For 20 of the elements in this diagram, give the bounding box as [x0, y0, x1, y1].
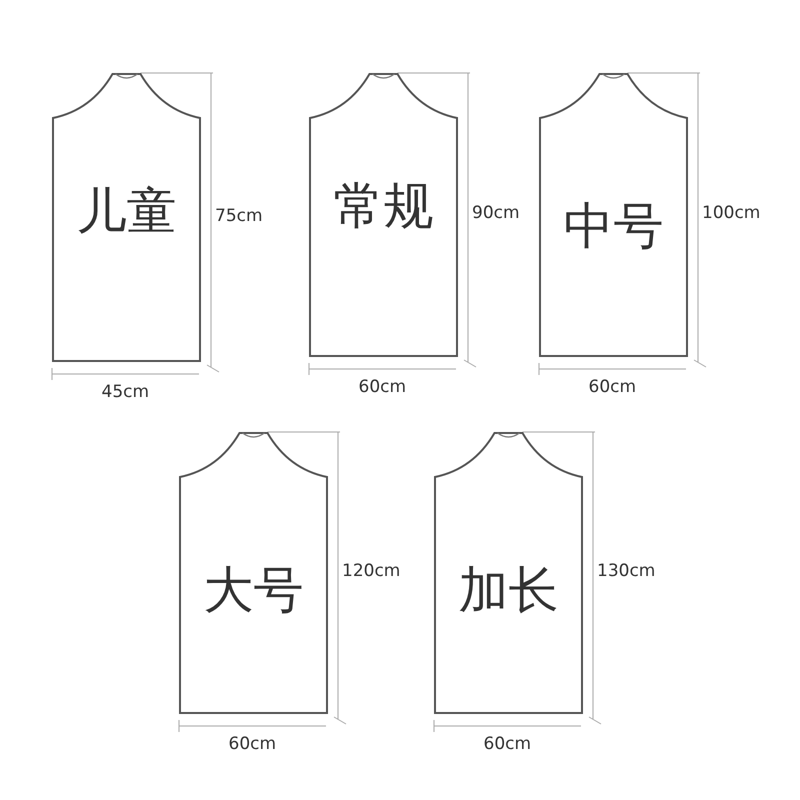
garment-cover-outline	[434, 432, 583, 714]
dimension-label: 60cm	[228, 734, 276, 754]
size-label: 大号	[202, 560, 304, 621]
dimension-label: 90cm	[472, 203, 520, 223]
dimension-label: 120cm	[342, 561, 400, 581]
size-label: 儿童	[76, 181, 178, 242]
garment-cover-outline	[539, 73, 688, 357]
dimension-label: 60cm	[358, 377, 406, 397]
dimension-label: 75cm	[215, 206, 263, 226]
garment-cover-outline	[179, 432, 328, 714]
garment-cover-outline	[309, 73, 458, 357]
size-label: 中号	[562, 196, 664, 257]
dimension-label: 100cm	[702, 203, 760, 223]
dimension-label: 130cm	[597, 561, 656, 581]
dimension-label: 60cm	[588, 377, 636, 397]
garment-cover-outline	[52, 73, 201, 362]
size-label: 常规	[332, 176, 434, 237]
dimension-label: 60cm	[484, 734, 532, 754]
size-label: 加长	[458, 560, 560, 621]
dimension-label: 45cm	[102, 382, 150, 402]
